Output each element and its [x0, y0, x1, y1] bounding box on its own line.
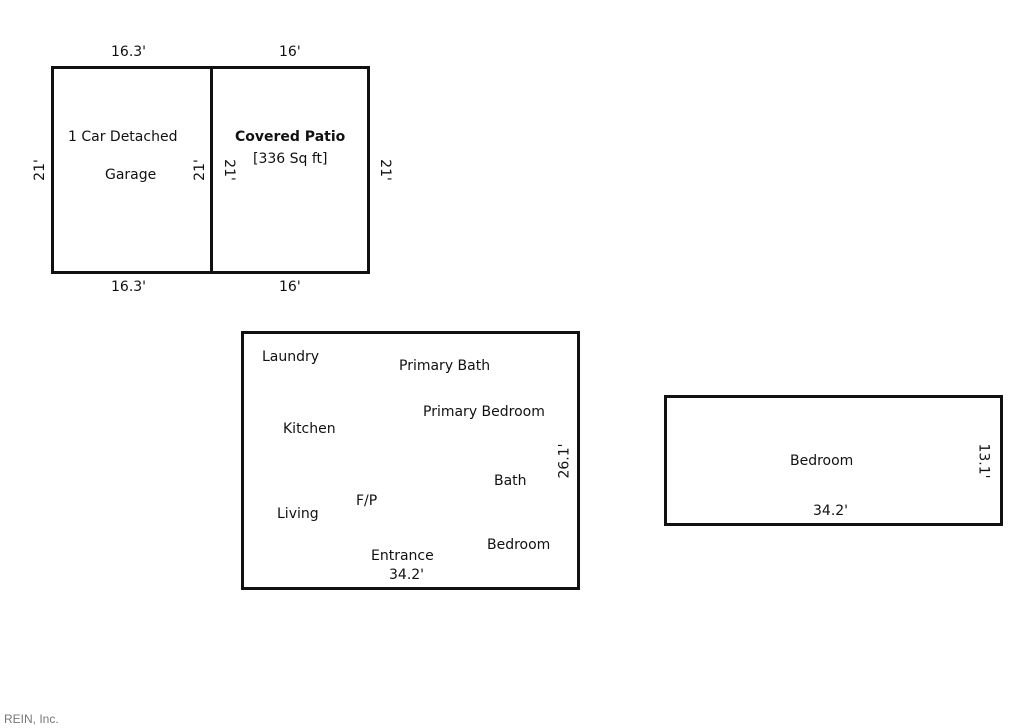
- upper-bedroom-dim-bottom: 34.2': [813, 503, 849, 519]
- patio-dim-left: 21': [220, 159, 237, 181]
- main-floor-dim-right: 26.1': [556, 443, 573, 479]
- main-floor-dim-bottom: 34.2': [389, 567, 425, 583]
- upper-bedroom-outline: [664, 395, 1003, 526]
- upper-room-label-bedroom: Bedroom: [790, 453, 854, 469]
- room-label-kitchen: Kitchen: [283, 421, 336, 437]
- garage-label-line2: Garage: [105, 167, 157, 183]
- garage-dim-bottom: 16.3': [111, 279, 147, 295]
- room-label-entrance: Entrance: [371, 548, 434, 564]
- main-floor-outline: [241, 331, 580, 590]
- patio-dim-bottom: 16': [279, 279, 301, 295]
- room-label-fireplace: F/P: [356, 493, 378, 509]
- patio-area: [336 Sq ft]: [253, 151, 328, 167]
- room-label-bath: Bath: [494, 473, 527, 489]
- patio-title: Covered Patio: [235, 129, 346, 145]
- footer-brand: REIN, Inc.: [4, 712, 59, 726]
- patio-outline: [210, 66, 370, 274]
- upper-bedroom-dim-right: 13.1': [975, 443, 992, 479]
- room-label-primary-bath: Primary Bath: [399, 358, 491, 374]
- room-label-laundry: Laundry: [262, 349, 320, 365]
- garage-dim-top: 16.3': [111, 44, 147, 60]
- room-label-bedroom: Bedroom: [487, 537, 551, 553]
- garage-label-line1: 1 Car Detached: [68, 129, 178, 145]
- room-label-living: Living: [277, 506, 319, 522]
- room-label-primary-bedroom: Primary Bedroom: [423, 404, 545, 420]
- garage-dim-right: 21': [191, 159, 208, 181]
- patio-dim-top: 16': [279, 44, 301, 60]
- garage-dim-left: 21': [31, 159, 48, 181]
- patio-dim-right: 21': [376, 159, 393, 181]
